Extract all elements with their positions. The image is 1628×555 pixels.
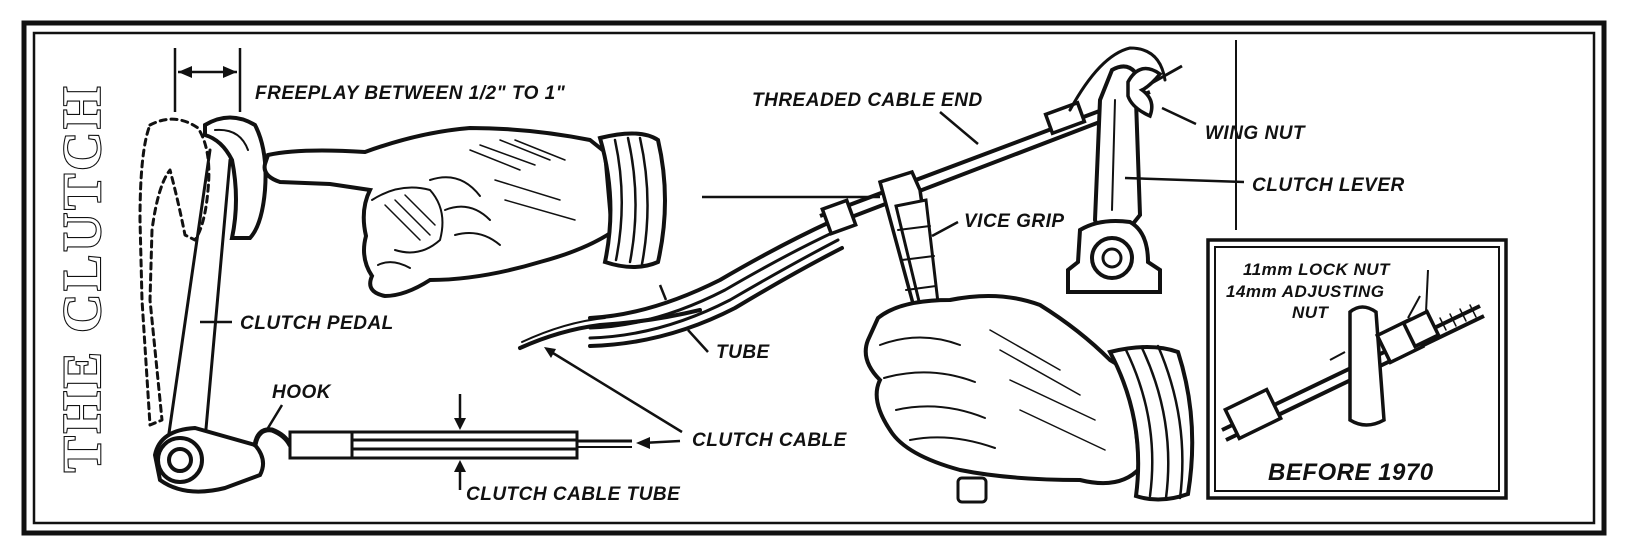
- hook-label: HOOK: [272, 382, 332, 403]
- clutch-lever-label: CLUTCH LEVER: [1252, 175, 1405, 196]
- diagram-title: THE CLUTCH: [52, 84, 112, 473]
- freeplay-label: FREEPLAY BETWEEN 1/2" TO 1": [255, 83, 566, 104]
- clutch-pedal-label: CLUTCH PEDAL: [240, 313, 394, 334]
- clutch-pedal-drawing: [138, 115, 293, 494]
- threaded-cable-end-label: THREADED CABLE END: [752, 90, 983, 111]
- lock-nut-label: 11mm LOCK NUT: [1243, 260, 1391, 279]
- freeplay-dimension: [173, 48, 242, 112]
- wing-nut-label: WING NUT: [1205, 123, 1306, 144]
- before-1970-inset: [1206, 238, 1508, 500]
- adjusting-nut-label-line1: 14mm ADJUSTING: [1226, 282, 1384, 301]
- vice-grip-label: VICE GRIP: [964, 211, 1065, 232]
- adjusting-nut-label-line2: NUT: [1292, 303, 1330, 322]
- tube-label: TUBE: [716, 342, 771, 363]
- vice-grip-and-hand: [863, 169, 1195, 504]
- clutch-cable-label: CLUTCH CABLE: [692, 430, 848, 451]
- before-1970-caption: BEFORE 1970: [1268, 459, 1434, 486]
- clutch-cable-tube-label: CLUTCH CABLE TUBE: [466, 484, 681, 505]
- clutch-lever-drawing: [1066, 40, 1237, 294]
- pointing-hand: [262, 125, 667, 299]
- outer-frame: [21, 20, 1607, 536]
- lower-cable-tube: [288, 394, 681, 490]
